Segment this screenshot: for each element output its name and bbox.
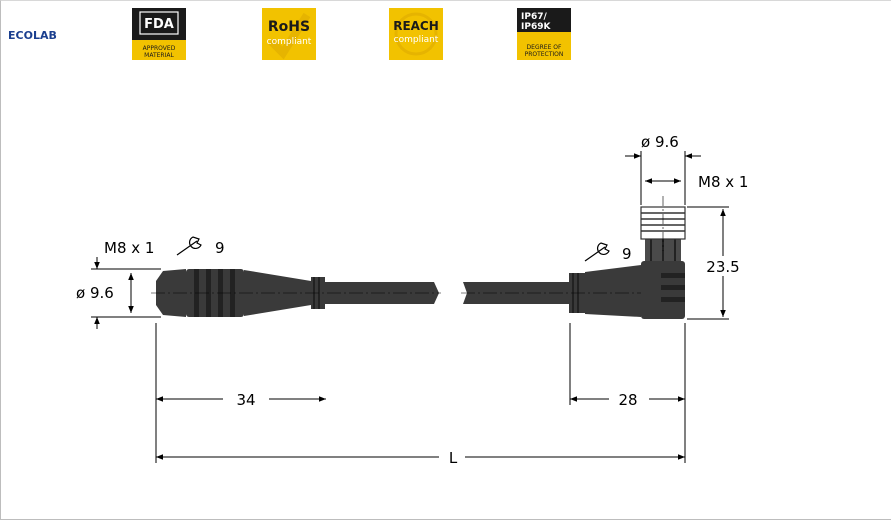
ip-line-2: IP69K (521, 22, 551, 32)
right-diameter-label: ø 9.6 (641, 133, 679, 151)
left-thread-label: M8 x 1 (104, 239, 154, 257)
left-diameter-label: ø 9.6 (76, 284, 114, 302)
right-wrench-size: 9 (622, 245, 632, 263)
dim-28-label: 28 (618, 391, 637, 409)
left-wrench-icon (176, 236, 202, 256)
fda-badge: FDA APPROVED MATERIAL (132, 8, 186, 60)
fda-logo-text: FDA (144, 17, 174, 32)
right-thread-label: M8 x 1 (698, 173, 748, 191)
reach-title: REACH (393, 19, 439, 33)
rohs-subtitle: compliant (267, 37, 312, 47)
ecolab-logo: ECOLAB (5, 25, 61, 43)
ecolab-text: ECOLAB (8, 29, 57, 42)
ip-badge: IP67/ IP69K DEGREE OF PROTECTION (517, 8, 571, 60)
left-dimensions (91, 257, 326, 463)
fda-approved-text: APPROVED (143, 45, 176, 52)
reach-badge: REACH compliant (389, 8, 443, 60)
rohs-badge: RoHS compliant (262, 8, 316, 60)
ip-protection-text: PROTECTION (525, 51, 564, 58)
height-label: 23.5 (706, 258, 739, 276)
ip-degree-text: DEGREE OF (527, 44, 562, 51)
ip-line-1: IP67/ (521, 12, 547, 22)
reach-subtitle: compliant (394, 35, 439, 45)
rohs-title: RoHS (268, 19, 310, 35)
fda-material-text: MATERIAL (144, 52, 174, 59)
right-connector (463, 206, 686, 319)
dim-34-label: 34 (236, 391, 255, 409)
right-wrench-icon (584, 242, 610, 262)
length-label: L (449, 449, 458, 467)
left-wrench-size: 9 (215, 239, 225, 257)
